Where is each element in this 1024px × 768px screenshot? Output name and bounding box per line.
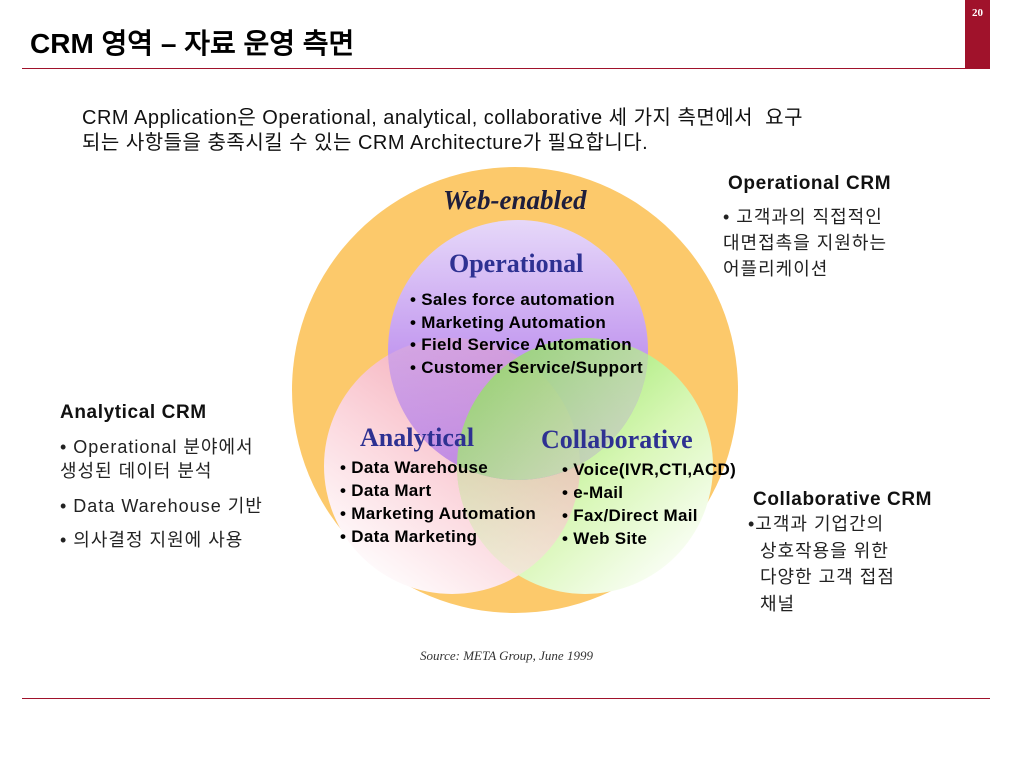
note-line: 다양한 고객 접점	[760, 567, 895, 588]
operational-items-list: • Sales force automation • Marketing Aut…	[410, 289, 643, 379]
title-divider	[22, 68, 990, 69]
source-citation: Source: META Group, June 1999	[420, 648, 593, 663]
intro-line: CRM Application은 Operational, analytical…	[82, 107, 803, 129]
analytical-crm-heading: Analytical CRM	[60, 402, 207, 423]
operational-item: • Sales force automation	[410, 290, 615, 309]
analytical-crm-bullet: • Data Warehouse 기반	[60, 494, 263, 518]
collaborative-crm-heading: Collaborative CRM	[753, 489, 933, 510]
note-line: 어플리케이션	[723, 259, 829, 279]
intro-paragraph: CRM Application은 Operational, analytical…	[82, 106, 803, 156]
operational-item: • Field Service Automation	[410, 335, 632, 355]
web-enabled-label: Web-enabled	[443, 185, 587, 215]
analytical-item: • Data Marketing	[340, 527, 478, 546]
operational-item: • Marketing Automation	[410, 312, 607, 332]
operational-item: • Customer Service/Support	[410, 357, 643, 377]
analytical-item: • Marketing Automation	[340, 504, 537, 523]
analytical-item: • Data Warehouse	[340, 458, 489, 477]
collaborative-item: • Voice(IVR,CTI,ACD)	[562, 460, 737, 479]
slide-title: CRM 영역 – 자료 운영 측면	[30, 28, 355, 59]
analytical-crm-bullet: • Operational 분야에서 생성된 데이터 분석	[60, 435, 254, 483]
note-line: 상호작용을 위한	[760, 540, 889, 561]
collaborative-item: • Fax/Direct Mail	[562, 506, 698, 525]
note-line: 채널	[760, 594, 796, 615]
analytical-items-list: • Data Warehouse • Data Mart • Marketing…	[340, 456, 536, 548]
collaborative-items-list: • Voice(IVR,CTI,ACD) • e-Mail • Fax/Dire…	[562, 458, 736, 550]
note-line: •고객과 기업간의	[748, 514, 885, 534]
note-line: 생성된 데이터 분석	[60, 461, 213, 481]
note-line: • 의사결정 지원에 사용	[60, 530, 244, 550]
collaborative-item: • e-Mail	[562, 483, 624, 502]
analytical-circle-title: Analytical	[360, 423, 475, 452]
note-line: 대면접촉을 지원하는	[723, 233, 888, 253]
collaborative-circle-title: Collaborative	[541, 425, 693, 454]
analytical-crm-bullet: • 의사결정 지원에 사용	[60, 528, 243, 552]
operational-crm-heading: Operational CRM	[728, 173, 892, 194]
note-line: • 고객과의 직접적인	[723, 207, 883, 227]
collaborative-crm-description: •고객과 기업간의 상호작용을 위한 다양한 고객 접점 채널	[748, 511, 895, 618]
analytical-item: • Data Mart	[340, 481, 432, 500]
collaborative-item: • Web Site	[562, 529, 648, 548]
note-line: • Operational 분야에서	[60, 437, 254, 457]
note-line: • Data Warehouse 기반	[60, 496, 263, 516]
operational-crm-description: • 고객과의 직접적인 대면접촉을 지원하는 어플리케이션	[723, 204, 887, 282]
intro-line: 되는 사항들을 충족시킬 수 있는 CRM Architecture가 필요합니…	[82, 132, 649, 154]
page-number: 20	[972, 7, 983, 19]
page-number-tab: 20	[965, 0, 990, 69]
footer-divider	[22, 698, 990, 699]
operational-circle-title: Operational	[449, 249, 584, 278]
